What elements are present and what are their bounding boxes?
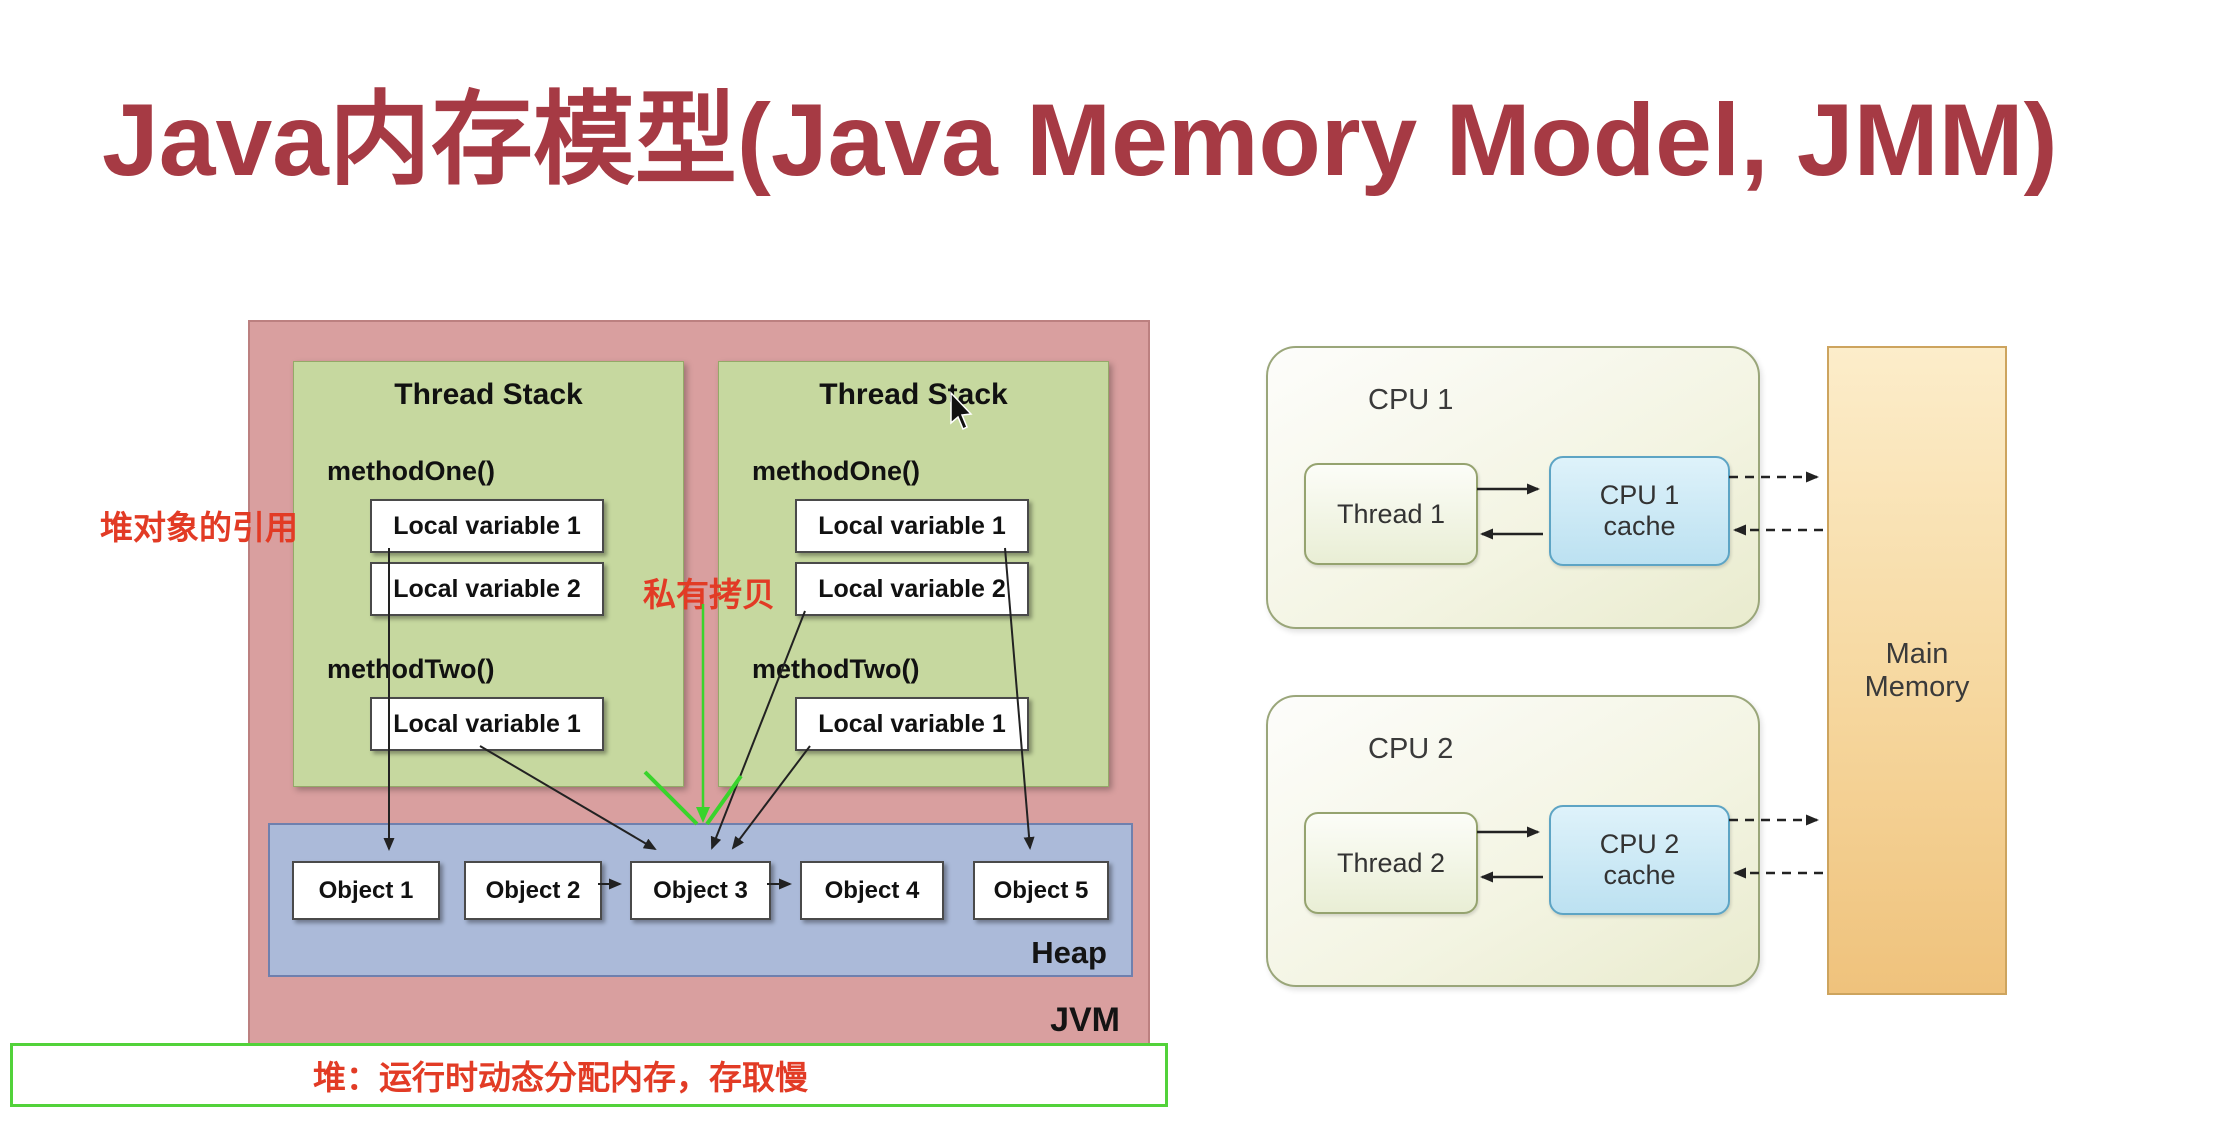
method-two-label: methodTwo() <box>752 654 920 684</box>
thread-stack-2-title: Thread Stack <box>819 378 1008 411</box>
cpu2-container: CPU 2 Thread 2 CPU 2 cache <box>1266 695 1760 987</box>
main-memory-box: Main Memory <box>1827 346 2007 995</box>
thread2-box: Thread 2 <box>1304 812 1478 914</box>
jvm-container: Thread Stack methodOne() Local variable … <box>248 320 1150 1048</box>
thread-stack-1-title: Thread Stack <box>394 378 583 411</box>
annotation-private-copy: 私有拷贝 <box>643 576 775 613</box>
heap-object-5: Object 5 <box>973 861 1109 920</box>
thread-stack-2: Thread Stack methodOne() Local variable … <box>718 361 1109 787</box>
heap-label: Heap <box>1031 935 1107 970</box>
heap-object-3: Object 3 <box>630 861 771 920</box>
heap-object-1: Object 1 <box>292 861 440 920</box>
heap-object-4: Object 4 <box>800 861 944 920</box>
bottom-note-text: 堆：运行时动态分配内存，存取慢 <box>313 1059 808 1096</box>
local-variable-box: Local variable 1 <box>370 499 604 553</box>
local-variable-box: Local variable 2 <box>370 562 604 616</box>
jvm-label: JVM <box>1050 1001 1120 1039</box>
local-variable-box: Local variable 1 <box>370 697 604 751</box>
cpu2-label: CPU 2 <box>1368 733 1454 765</box>
method-two-label: methodTwo() <box>327 654 495 684</box>
local-variable-box: Local variable 1 <box>795 499 1029 553</box>
cpu2-cache-box: CPU 2 cache <box>1549 805 1730 915</box>
page-title: Java内存模型(Java Memory Model, JMM) <box>102 83 2058 197</box>
method-one-label: methodOne() <box>327 456 495 486</box>
cpu1-container: CPU 1 Thread 1 CPU 1 cache <box>1266 346 1760 629</box>
heap-container: Object 1 Object 2 Object 3 Object 4 Obje… <box>268 823 1133 977</box>
method-one-label: methodOne() <box>752 456 920 486</box>
annotation-heap-reference: 堆对象的引用 <box>100 509 298 546</box>
local-variable-box: Local variable 2 <box>795 562 1029 616</box>
bottom-note-box: 堆：运行时动态分配内存，存取慢 <box>10 1043 1168 1107</box>
cpu1-cache-box: CPU 1 cache <box>1549 456 1730 566</box>
cpu1-label: CPU 1 <box>1368 384 1454 416</box>
thread1-box: Thread 1 <box>1304 463 1478 565</box>
heap-object-2: Object 2 <box>464 861 602 920</box>
thread-stack-1: Thread Stack methodOne() Local variable … <box>293 361 684 787</box>
local-variable-box: Local variable 1 <box>795 697 1029 751</box>
